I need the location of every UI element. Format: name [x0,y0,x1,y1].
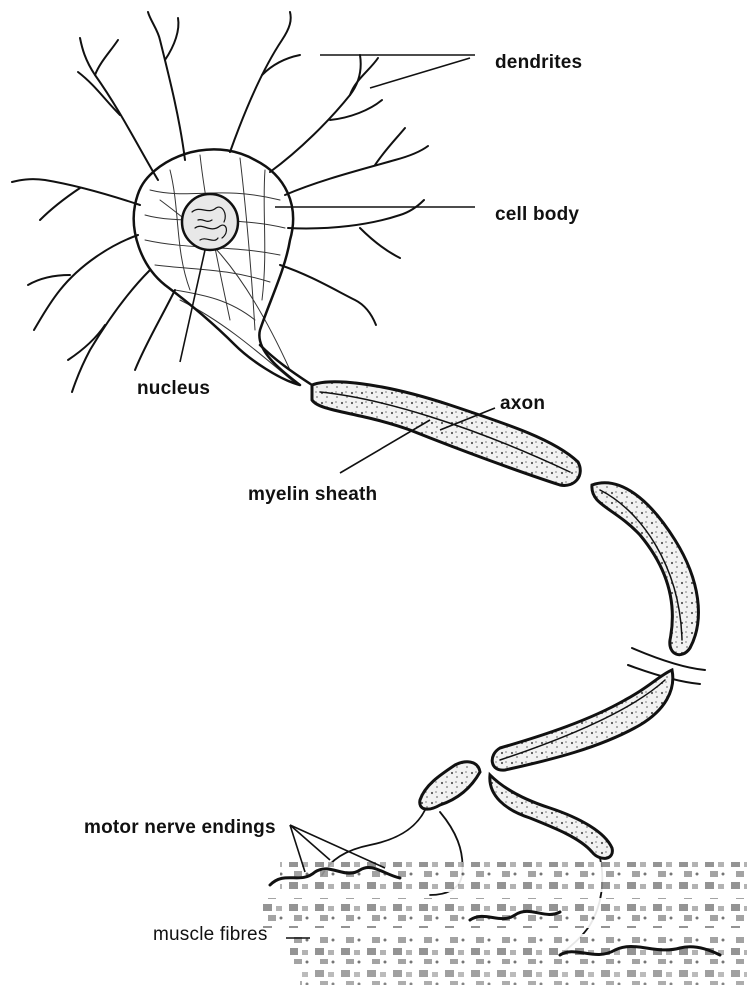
label-cell-body: cell body [495,204,579,226]
myelin-segment [492,670,673,770]
myelin-segment [592,483,699,655]
muscle-fibres-drawing [262,862,747,985]
label-myelin-sheath: myelin sheath [248,484,377,506]
soma [134,149,300,385]
label-muscle-fibres: muscle fibres [153,924,268,946]
nucleus-shape [182,194,238,250]
leader-dendrites-2 [370,58,470,88]
label-nucleus: nucleus [137,378,210,400]
label-motor-nerve-endings: motor nerve endings [84,817,276,839]
cell-body-drawing [12,12,428,392]
label-dendrites: dendrites [495,52,582,74]
label-axon: axon [500,393,545,415]
leader-motor-3 [290,825,385,868]
myelin-segment [490,775,613,858]
myelin-segment [420,762,480,809]
leader-myelin [340,420,430,473]
